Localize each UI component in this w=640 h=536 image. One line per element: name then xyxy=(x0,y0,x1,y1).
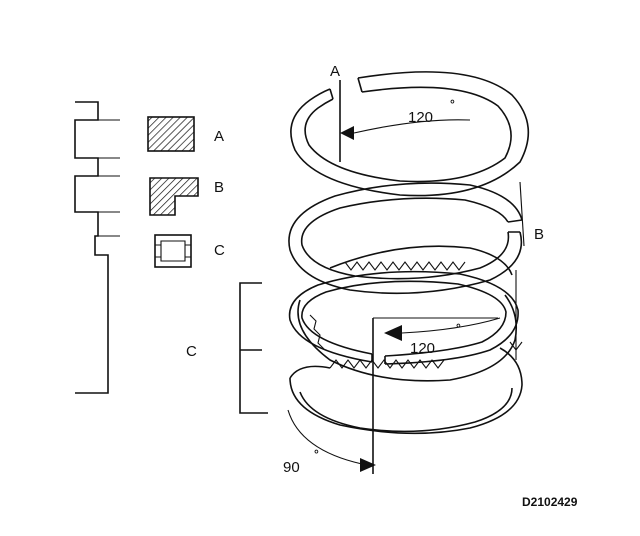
side-guide-line xyxy=(509,270,523,360)
bottom-angle-value: 90 xyxy=(283,459,300,476)
piston-groove-profile xyxy=(74,101,120,394)
top-gap-marker: A 120 ° xyxy=(330,63,471,162)
profile-c-label: C xyxy=(214,242,225,259)
middle-gap-marker: 120 ° xyxy=(372,317,501,474)
ring-profile-c: C xyxy=(154,234,225,268)
middle-angle-degree: ° xyxy=(456,321,461,335)
top-angle-value: 120 xyxy=(408,109,433,126)
ring-profile-a: A xyxy=(147,116,224,152)
top-compression-ring xyxy=(290,71,530,197)
lower-oil-rail xyxy=(289,347,523,435)
second-ring-label: B xyxy=(534,226,544,243)
bottom-angle-degree: ° xyxy=(314,447,319,461)
top-ring-label: A xyxy=(330,63,340,80)
upper-oil-rail xyxy=(288,270,519,365)
ring-profile-b: B xyxy=(149,177,224,216)
oil-ring-bracket: C xyxy=(186,282,268,414)
bottom-gap-marker: 90 ° xyxy=(283,409,376,476)
profile-a-label: A xyxy=(214,128,224,145)
drawing-code: D2102429 xyxy=(522,495,578,509)
profile-b-label: B xyxy=(214,179,224,196)
bracket-label: C xyxy=(186,343,197,360)
top-angle-degree: ° xyxy=(450,97,455,111)
middle-angle-value: 120 xyxy=(410,340,435,357)
second-compression-ring: B xyxy=(288,181,544,295)
